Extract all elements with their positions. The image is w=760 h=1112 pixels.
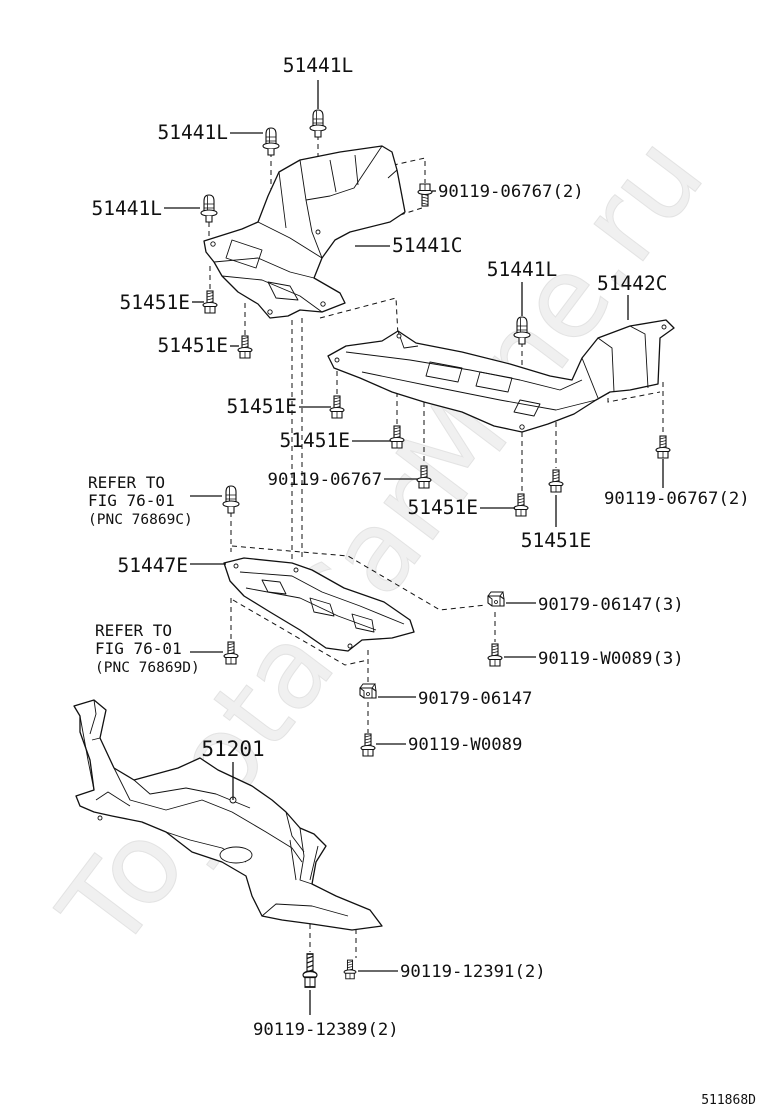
refer-note-pnc: (PNC 76869D) [95,660,200,676]
callout-label: 51201 [201,737,264,761]
callout-label: 51451E [227,395,297,418]
callout-label: 51447E [118,554,188,577]
screw-90119-06767-front [417,183,433,207]
callout-label: 90119-12389(2) [253,1020,399,1040]
bolt-51451e-2 [237,335,253,359]
engine-under-cover-rear [327,319,675,433]
engine-under-cover-center [223,557,415,652]
callout-label: 51442C [597,272,667,295]
refer-note-76869d: REFER TO FIG 76-01 (PNC 76869D) [95,621,200,676]
bolt-51451e-6 [548,469,564,493]
refer-note-pnc: (PNC 76869C) [88,512,193,528]
callout-label: 90119-W0089 [408,735,522,755]
diagram-code: 511868D [701,1093,756,1108]
callout-label: 90119-W0089(3) [538,649,684,669]
callout-label: 51451E [280,429,350,452]
callout-label: 51451E [158,334,228,357]
callout-label: 51441L [92,197,162,220]
refer-note-line: FIG 76-01 [95,639,182,658]
refer-note-line: REFER TO [88,473,165,492]
bolt-51451e-3 [329,395,345,419]
callout-label: 51441L [487,258,557,281]
clip-refer-76869c [222,485,240,514]
callout-label: 90119-06767 [268,470,382,490]
bolt-51451e-1 [202,290,218,314]
leader-lines [164,80,664,1015]
callout-label: 90119-06767(2) [438,182,584,202]
bolt-90119-12391 [343,959,357,980]
callout-label: 90119-06767(2) [604,489,750,509]
bolt-90119-w0089-right [487,643,503,667]
callout-label: 90179-06147 [418,689,532,709]
suspension-crossmember [73,699,383,931]
clip-51441l-top [309,109,327,138]
callout-label: 51441L [158,121,228,144]
engine-under-cover-front [203,145,406,319]
bolt-90119-w0089-center [360,733,376,757]
refer-note-76869c: REFER TO FIG 76-01 (PNC 76869C) [88,473,193,528]
clip-51441l-upper-left [262,127,280,156]
callout-label: 51441L [283,54,353,77]
bolt-51451e-5 [513,493,529,517]
clip-51441l-left [200,194,218,223]
callout-label: 90179-06147(3) [538,595,684,615]
refer-note-line: FIG 76-01 [88,491,175,510]
refer-note-line: REFER TO [95,621,172,640]
callout-label: 90119-12391(2) [400,962,546,982]
bolt-90119-12389 [302,953,318,988]
callout-label: 51451E [408,496,478,519]
callout-label: 51441C [392,234,462,257]
watermark-text: ToyotaCarMine.ru [36,113,729,973]
nut-clip-90179-06147-center [359,683,377,699]
screw-90119-06767-rear [655,435,671,459]
callout-label: 51451E [521,529,591,552]
nut-clip-90179-06147-right [487,591,505,607]
callout-label: 51451E [120,291,190,314]
